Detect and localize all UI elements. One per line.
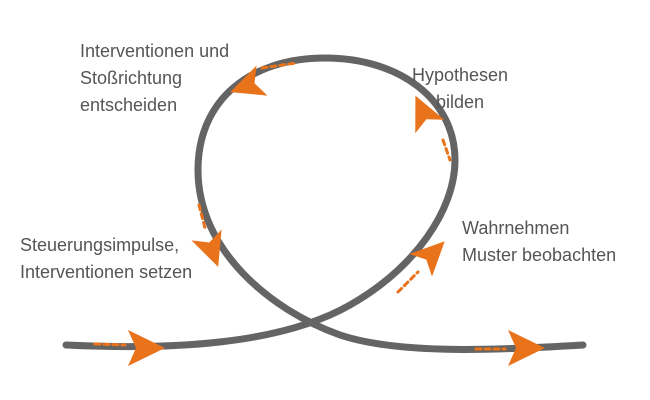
arrow-right-upper: [415, 95, 445, 134]
label-form-hypotheses: Hypothesen bilden: [412, 62, 508, 116]
label-perceive-line-2: Muster beobachten: [462, 245, 617, 265]
loop-path: [62, 54, 587, 353]
dash-accent-right-upper: [441, 138, 452, 162]
label-hypo-line-2: bilden: [436, 92, 485, 112]
dash-accent-top: [260, 61, 298, 70]
label-decide-line-2: Stoßrichtung: [80, 68, 183, 88]
arrow-bottom-right: [508, 330, 545, 366]
dash-accents: [93, 61, 507, 351]
arrow-right-lower: [409, 241, 445, 277]
dash-accent-left: [197, 203, 207, 230]
dash-accent-bottom-left: [93, 342, 127, 347]
label-decide-interventions: Interventionen und Stoßrichtung entschei…: [80, 38, 229, 119]
arrow-top: [230, 65, 268, 96]
arrow-left: [191, 229, 222, 267]
arrows: [128, 65, 545, 366]
label-steer-line-1: Steuerungsimpulse,: [20, 235, 180, 255]
label-set-impulses: Steuerungsimpulse, Interventionen setzen: [20, 232, 192, 286]
label-perceive-line-1: Wahrnehmen: [462, 218, 570, 238]
label-decide-line-1: Interventionen und: [80, 41, 230, 61]
label-hypo-line-1: Hypothesen: [412, 65, 509, 85]
label-decide-line-3: entscheiden: [80, 95, 178, 115]
dash-accent-right-lower: [396, 270, 420, 294]
label-perceive-patterns: Wahrnehmen Muster beobachten: [462, 215, 616, 269]
label-steer-line-2: Interventionen setzen: [20, 262, 193, 282]
arrow-bottom-left: [128, 330, 165, 366]
